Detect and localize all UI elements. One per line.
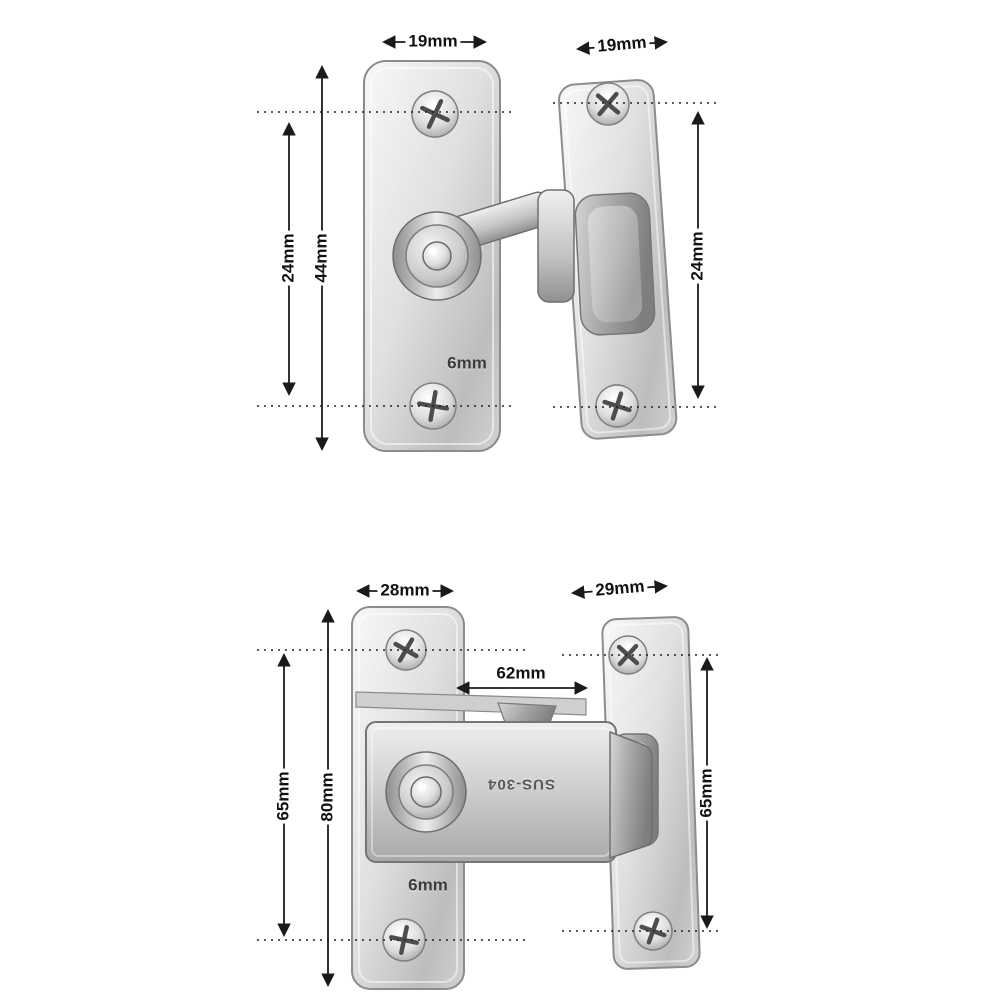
screw [411,90,459,138]
dimension-label-bottom-left-screw-spacing: 65mm [274,768,294,824]
bottom-view-hardware [257,580,722,990]
dimension-label-top-left-screw-spacing: 24mm [279,230,299,286]
dimension-label-bottom-left-width: 28mm [377,581,433,601]
dimension-label-bottom-plate-height: 80mm [318,769,338,825]
screw [586,82,630,126]
dimension-label-top-left-plate-height: 44mm [312,230,332,286]
thickness-label-top: 6mm [447,353,487,373]
dimension-label-top-left-width: 19mm [405,32,461,52]
thickness-label-bottom: 6mm [408,875,448,895]
top-keeper [574,192,656,336]
top-pivot-knob [392,211,482,301]
dimension-label-latch-span: 62mm [493,664,549,684]
dimension-label-bottom-right-screw-spacing: 65mm [697,765,717,821]
top-view-hardware [257,35,716,452]
material-marking-label: SUS-304 [487,775,555,793]
bottom-pivot-knob [385,751,467,833]
screw [595,384,639,428]
dimension-label-top-right-screw-spacing: 24mm [688,228,708,284]
bottom-latch-bent-end [609,730,653,860]
screw [608,635,648,675]
